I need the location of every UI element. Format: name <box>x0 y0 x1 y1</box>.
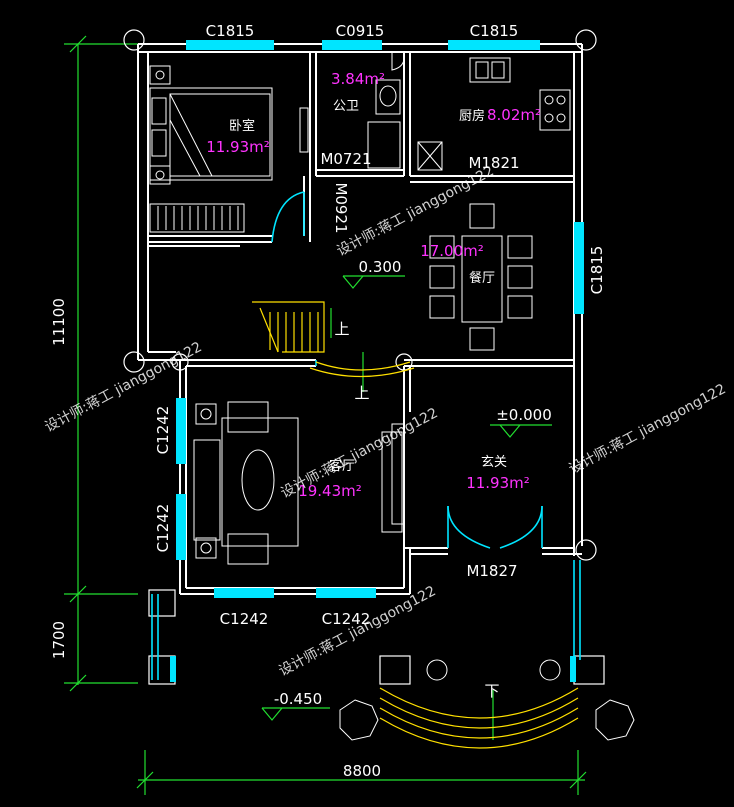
window-bottom-left <box>214 588 274 598</box>
dimension-lines <box>64 35 587 795</box>
window-label-living-left-lower: C1242 <box>154 504 172 553</box>
stair-up-step: 上 <box>354 384 369 402</box>
room-area-foyer: 11.93m² <box>466 474 530 492</box>
window-dining-right <box>574 222 584 314</box>
window-label-top-left: C1815 <box>206 22 255 40</box>
room-area-dining: 17.00m² <box>420 242 484 260</box>
level-outside: -0.450 <box>274 690 322 708</box>
stair-up-main: 上 <box>334 320 349 338</box>
window-living-left-upper <box>176 398 186 464</box>
window-label-dining-right: C1815 <box>588 246 606 295</box>
level-dining: 0.300 <box>359 258 402 276</box>
dimension-height-main: 11100 <box>50 298 68 346</box>
level-foyer: ±0.000 <box>496 406 552 424</box>
room-name-living: 客厅 <box>329 458 355 474</box>
room-name-bedroom: 卧室 <box>229 118 255 134</box>
window-top-middle <box>322 40 382 50</box>
door-label-bathroom: M0721 <box>320 150 371 168</box>
room-name-dining: 餐厅 <box>469 270 495 286</box>
stair-down: 下 <box>484 682 499 700</box>
door-label-bedroom: M0921 <box>332 182 350 233</box>
window-label-top-right: C1815 <box>470 22 519 40</box>
window-label-living-left-upper: C1242 <box>154 406 172 455</box>
watermark-right: 设计师:蒋工 jianggong122 <box>566 381 728 477</box>
room-name-bathroom: 公卫 <box>333 99 359 114</box>
window-label-bottom-left: C1242 <box>220 610 269 628</box>
windows <box>151 40 584 682</box>
window-living-left-lower <box>176 494 186 560</box>
furniture <box>149 52 635 741</box>
room-name-foyer: 玄关 <box>481 455 507 470</box>
window-bottom-right <box>316 588 376 598</box>
room-name-kitchen: 厨房 <box>459 108 485 124</box>
walls <box>137 43 583 595</box>
corner-columns <box>123 29 605 685</box>
dimension-height-porch: 1700 <box>50 621 68 659</box>
door-label-entrance: M1827 <box>466 562 517 580</box>
window-top-right <box>448 40 540 50</box>
room-area-bathroom: 3.84m² <box>331 70 385 88</box>
dimension-width-total: 8800 <box>343 762 381 780</box>
door-label-kitchen: M1821 <box>468 154 519 172</box>
window-label-top-middle: C0915 <box>336 22 385 40</box>
room-area-kitchen: 8.02m² <box>487 106 541 124</box>
room-area-living: 19.43m² <box>298 482 362 500</box>
window-top-left <box>186 40 274 50</box>
room-area-bedroom: 11.93m² <box>206 138 270 156</box>
window-label-bottom-right: C1242 <box>322 610 371 628</box>
stairs <box>252 301 579 749</box>
